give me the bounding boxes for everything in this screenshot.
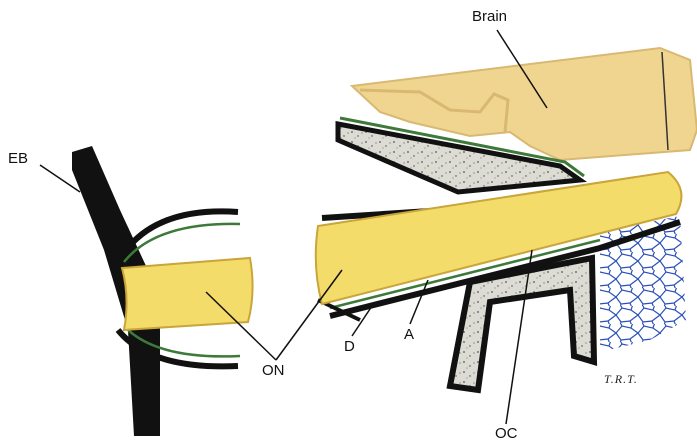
label-eb: EB [8,150,28,167]
label-on: ON [262,362,285,379]
label-brain: Brain [472,8,507,25]
label-d: D [344,338,355,355]
label-a: A [404,326,414,343]
label-oc: OC [495,425,518,442]
artist-initials-icon: T.R.T. [604,372,638,387]
